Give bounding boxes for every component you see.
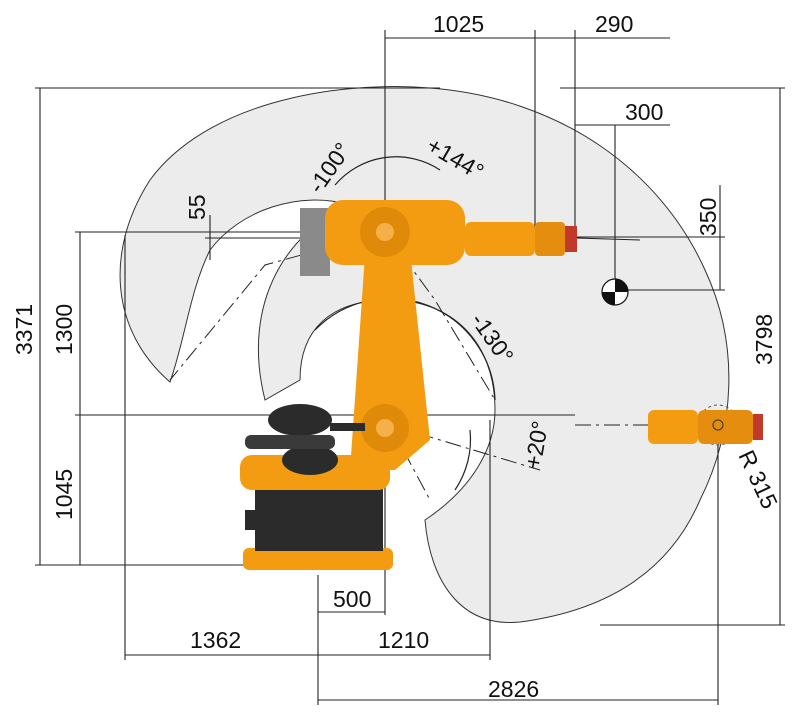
dim-290: 290 (595, 11, 633, 37)
dim-1362: 1362 (190, 627, 241, 653)
dim-500: 500 (333, 586, 371, 612)
dim-1045: 1045 (51, 469, 77, 520)
robot-wrist-alternate (648, 410, 763, 444)
dim-3798: 3798 (751, 314, 777, 365)
dim-350: 350 (695, 198, 721, 236)
dim-3371: 3371 (11, 304, 37, 355)
dim-2826: 2826 (488, 676, 539, 702)
robot-lower-arm (350, 250, 430, 470)
robot-upper-arm (300, 200, 577, 276)
robot-counterbalance (245, 404, 365, 475)
dim-55: 55 (184, 194, 210, 220)
robot-base (240, 455, 393, 570)
dim-1210: 1210 (378, 627, 429, 653)
dim-1300: 1300 (51, 304, 77, 355)
dim-300: 300 (625, 99, 663, 125)
work-envelope (119, 86, 730, 623)
dimension-lines (35, 30, 785, 705)
dim-r315: R 315 (733, 446, 783, 513)
center-of-gravity-icon (601, 278, 629, 306)
dim-1025: 1025 (433, 11, 484, 37)
